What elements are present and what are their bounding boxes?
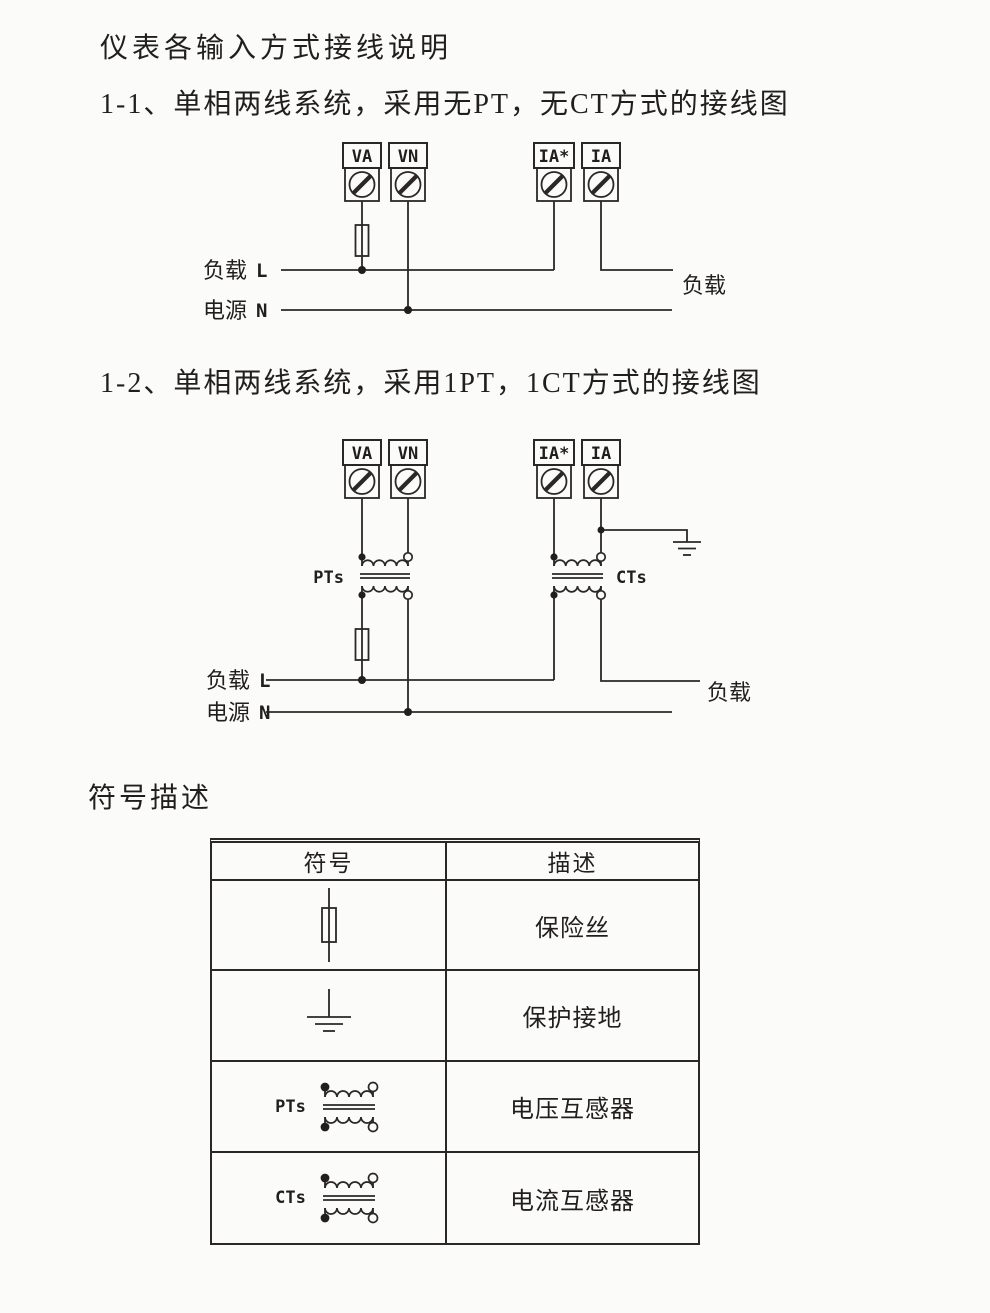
screw-icon: [394, 468, 422, 495]
wires: [266, 498, 700, 713]
wires: [281, 201, 673, 311]
fuse-icon: [320, 888, 337, 962]
screw-icon: [540, 468, 568, 495]
pt-symbol-label: PTs: [275, 1096, 306, 1117]
ct-symbol: [550, 551, 607, 601]
voltage-transformer-icon: [320, 1081, 379, 1132]
terminal-ia-star: IA*: [533, 439, 575, 499]
terminal-vn: VN: [388, 142, 428, 202]
terminal-va: VA: [342, 142, 382, 202]
pt-label: PTs: [313, 568, 344, 588]
table-row-pt-desc: 电压互感器: [447, 1060, 698, 1151]
terminal-vn-label: VN: [398, 147, 418, 167]
wiring-diagram-1-1: VA VN IA*: [203, 142, 726, 323]
source-label-left: 电源: [206, 700, 250, 725]
table-row-fuse-symbol: [212, 879, 447, 969]
source-label-left: 电源: [203, 298, 247, 323]
junction-dot: [597, 526, 605, 534]
section-1-1-heading: 1-1、单相两线系统，采用无PT，无CT方式的接线图: [100, 89, 790, 120]
live-line-label: L: [259, 670, 270, 692]
table-header-desc: 描述: [447, 843, 698, 879]
screw-icon: [540, 171, 568, 198]
table-row-pt-symbol: PTs: [212, 1060, 447, 1151]
load-label-left: 负载: [206, 668, 250, 693]
section-1-2-heading: 1-2、单相两线系统，采用1PT，1CT方式的接线图: [100, 368, 762, 399]
load-label-right: 负载: [682, 273, 726, 298]
table-row-fuse-desc: 保险丝: [447, 879, 698, 969]
terminal-ia-star-label: IA*: [539, 147, 570, 167]
fuse-symbol: [354, 224, 370, 257]
junction-dot: [358, 266, 366, 274]
terminal-ia: IA: [581, 439, 621, 499]
current-transformer-icon: [320, 1172, 379, 1224]
header-symbol-label: 符号: [303, 851, 354, 876]
load-label-right: 负载: [707, 680, 751, 705]
table-header-symbol: 符号: [212, 843, 447, 879]
pt-symbol: [358, 551, 414, 601]
terminal-ia-star: IA*: [533, 142, 575, 202]
live-line-label: L: [256, 260, 267, 282]
terminal-va-label: VA: [352, 444, 372, 464]
neutral-line-label: N: [256, 300, 267, 322]
screw-icon: [348, 468, 376, 495]
symbol-table: 符号 描述 保险丝 保护接地 PTs: [210, 838, 700, 1245]
terminal-ia: IA: [581, 142, 621, 202]
symbol-table-heading: 符号描述: [88, 783, 213, 814]
load-label-left: 负载: [203, 258, 247, 283]
table-row-ct-symbol: CTs: [212, 1151, 447, 1243]
wiring-diagram-1-2: VA VN IA*: [206, 439, 751, 725]
ct-label: CTs: [616, 568, 647, 588]
screw-icon: [348, 171, 376, 198]
fuse-symbol: [354, 628, 370, 661]
screw-icon: [394, 171, 422, 198]
ground-icon: [306, 988, 351, 1032]
junction-dot: [358, 676, 366, 684]
table-row-earth-desc: 保护接地: [447, 969, 698, 1060]
terminal-va: VA: [342, 439, 382, 499]
terminal-vn-label: VN: [398, 444, 418, 464]
terminal-ia-label: IA: [591, 444, 611, 464]
terminal-va-label: VA: [352, 147, 372, 167]
table-row-earth-symbol: [212, 969, 447, 1060]
junction-dot: [404, 306, 412, 314]
neutral-line-label: N: [259, 702, 270, 724]
screw-icon: [587, 468, 615, 495]
header-desc-label: 描述: [547, 851, 598, 876]
page-title: 仪表各输入方式接线说明: [100, 33, 453, 64]
terminal-ia-label: IA: [591, 147, 611, 167]
ct-symbol-label: CTs: [275, 1188, 306, 1208]
ground-icon: [673, 541, 701, 556]
terminal-ia-star-label: IA*: [539, 444, 570, 464]
screw-icon: [587, 171, 615, 198]
terminal-vn: VN: [388, 439, 428, 499]
junction-dot: [404, 708, 412, 716]
table-row-ct-desc: 电流互感器: [447, 1151, 698, 1243]
